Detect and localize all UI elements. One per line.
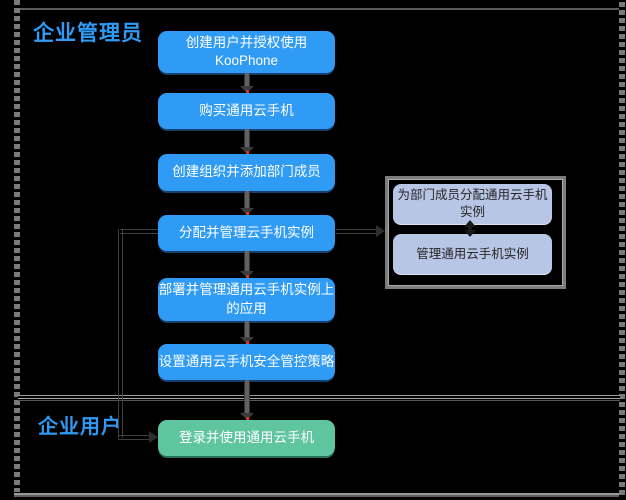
flow-arrow-1-bar [244,73,250,86]
step-buy-cloud-phone-label: 购买通用云手机 [199,102,294,118]
substep-manage-instances-box[interactable]: 管理通用云手机实例 [393,234,552,274]
flow-arrow-1-tip-dot [246,90,249,93]
flow-arrow-2-tip-dot [246,151,249,154]
step-security-policy-box[interactable]: 设置通用云手机安全管控策略 [158,344,335,380]
substep-assign-instances-box[interactable]: 为部门成员分配通用云手机 实例 [393,184,552,224]
double-arrow-up-icon [464,220,476,227]
flow-arrow-6-bar [244,380,250,413]
step-create-org-box[interactable]: 创建组织并添加部门成员 [158,154,335,191]
flow-arrow-2-head-icon [240,147,254,154]
step-assign-manage-instances-label: 分配并管理云手机实例 [179,224,314,240]
frame-bottom-border [14,493,619,497]
flow-arrow-5-head-icon [240,337,254,344]
flow-arrow-2-bar [244,129,250,147]
frame-left-dashed-border [14,0,20,492]
bypass-connector-head-icon [149,431,158,443]
bypass-connector-top-line [120,229,158,234]
substep-assign-instances-label: 为部门成员分配通用云手机 实例 [397,188,548,219]
substep-manage-instances-label: 管理通用云手机实例 [416,246,529,261]
flow-arrow-4-head-icon [240,271,254,278]
step-login-use-phone-label: 登录并使用通用云手机 [179,429,314,445]
double-arrow-bar-icon [468,226,472,231]
subflow-group-box [385,176,566,289]
flow-arrow-3-bar [244,191,250,208]
step-create-org-label: 创建组织并添加部门成员 [172,164,321,180]
double-arrow-down-icon [464,230,476,237]
step-deploy-apps-box[interactable]: 部署并管理通用云手机实例上 的应用 [158,278,335,321]
subgroup-connector-line [336,229,378,234]
bypass-connector-vertical-line [118,229,123,438]
step-login-use-phone-box[interactable]: 登录并使用通用云手机 [158,420,335,456]
flow-arrow-3-head-icon [240,208,254,215]
flow-arrow-4-tip-dot [246,275,249,278]
lane-divider [18,395,620,401]
step-security-policy-label: 设置通用云手机安全管控策略 [158,353,335,369]
frame-top-border [20,8,619,10]
flow-arrow-5-bar [244,321,250,337]
step-deploy-apps-label: 部署并管理通用云手机实例上 的应用 [158,282,335,316]
step-buy-cloud-phone-box[interactable]: 购买通用云手机 [158,93,335,129]
flow-arrow-4-bar [244,251,250,271]
lane-label-enterprise-user: 企业用户 [38,416,122,438]
step-assign-manage-instances-box[interactable]: 分配并管理云手机实例 [158,215,335,251]
bypass-connector-bottom-line [118,435,150,440]
frame-right-dashed-border [619,2,625,497]
lane-label-enterprise-admin: 企业管理员 [33,22,143,45]
step-create-user-box[interactable]: 创建用户并授权使用 KooPhone [158,31,335,73]
flow-arrow-3-tip-dot [246,212,249,215]
flow-arrow-6-head-icon [240,413,254,420]
subgroup-connector-head-icon [376,225,385,237]
flow-arrow-5-tip-dot [246,341,249,344]
step-create-user-label: 创建用户并授权使用 KooPhone [185,34,308,68]
flow-arrow-1-head-icon [240,86,254,93]
flow-arrow-6-tip-dot [246,417,249,420]
